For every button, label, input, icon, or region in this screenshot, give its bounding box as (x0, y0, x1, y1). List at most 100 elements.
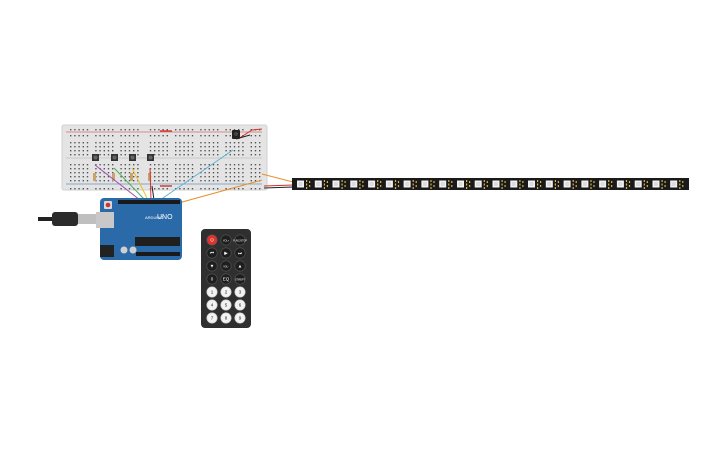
breadboard-hole (217, 146, 219, 148)
remote-button-play[interactable]: ▶ (220, 247, 232, 259)
breadboard-hole (162, 164, 164, 166)
breadboard-hole (179, 146, 181, 148)
remote-button-power[interactable]: ⏻ (206, 234, 218, 246)
remote-button-eq[interactable]: EQ (220, 273, 232, 285)
breadboard-hole (254, 176, 257, 178)
remote-button-next[interactable]: ⏭ (234, 247, 246, 259)
remote-button-six[interactable]: 6 (234, 299, 246, 311)
remote-button-four[interactable]: 4 (206, 299, 218, 311)
remote-button-eight[interactable]: 8 (220, 312, 232, 324)
led-pixel[interactable] (670, 180, 684, 189)
wire-strip-ground[interactable] (263, 186, 294, 189)
push-button-4[interactable] (147, 154, 154, 161)
led-pixel[interactable] (599, 180, 613, 189)
led-pixel[interactable] (403, 180, 417, 189)
remote-button-up[interactable]: ▲ (234, 260, 246, 272)
wire-ir-signal[interactable] (159, 149, 234, 201)
remote-button-five[interactable]: 5 (220, 299, 232, 311)
led-pixel[interactable] (616, 180, 631, 189)
resistor-1[interactable] (93, 173, 96, 181)
wire-strip-power[interactable] (263, 184, 294, 187)
wire-button-1[interactable] (94, 164, 141, 201)
remote-button-vol-up[interactable]: VOL+ (220, 234, 232, 246)
remote-button-prev[interactable]: ⏮ (206, 247, 218, 259)
breadboard-hole (229, 164, 231, 166)
breadboard-hole (82, 188, 84, 190)
breadboard-hole (99, 164, 101, 166)
led-pixel[interactable] (545, 180, 559, 189)
led-pixel[interactable] (474, 180, 488, 189)
remote-button-one[interactable]: 1 (206, 286, 218, 298)
breadboard-hole (128, 129, 131, 131)
breadboard-hole (107, 135, 110, 137)
breadboard-hole (70, 146, 72, 148)
wire-strip-data[interactable] (174, 179, 263, 205)
remote-button-func-stop[interactable]: FUNC/STOP (233, 234, 247, 246)
led-pixel[interactable] (492, 180, 506, 189)
breadboard-hole (128, 146, 131, 148)
push-button-1[interactable] (92, 154, 99, 161)
led-pixel[interactable] (634, 180, 648, 189)
remote-button-vol-down[interactable]: VOL- (220, 260, 232, 272)
breadboard-hole (86, 176, 89, 178)
wire-strip-data-top[interactable] (261, 173, 294, 183)
wire-button-4[interactable] (149, 167, 152, 201)
led-pixel[interactable] (652, 180, 666, 189)
breadboard-hole (78, 150, 80, 152)
wire-ground[interactable] (151, 185, 155, 201)
led-pixel[interactable] (314, 180, 328, 189)
led-pixel[interactable] (332, 180, 346, 189)
usb-cable[interactable] (38, 212, 96, 226)
breadboard-hole (242, 188, 244, 190)
resistor-4[interactable] (148, 173, 151, 181)
breadboard-hole (175, 150, 177, 152)
led-pixel[interactable] (528, 180, 542, 189)
led-pixel[interactable] (368, 180, 382, 189)
arduino-uno-label: UNO (157, 214, 173, 221)
breadboard-hole (250, 180, 252, 182)
breadboard-hole (179, 150, 181, 152)
led-pixel[interactable] (297, 180, 311, 189)
arduino-uno-board[interactable]: ARDUINO UNO (96, 198, 182, 260)
ir-receiver[interactable] (232, 130, 240, 139)
breadboard-hole (154, 142, 156, 144)
remote-button-three[interactable]: 3 (234, 286, 246, 298)
led-pixel[interactable] (385, 180, 400, 189)
led-strip[interactable] (292, 178, 689, 190)
remote-button-nine[interactable]: 9 (234, 312, 246, 324)
breadboard-hole (259, 154, 261, 156)
remote-button-zero[interactable]: 0 (206, 273, 218, 285)
wire-ir-power[interactable] (237, 128, 263, 140)
breadboard-hole (204, 142, 206, 144)
breadboard-hole (225, 142, 227, 144)
led-pixel[interactable] (457, 180, 471, 189)
breadboard-hole (74, 168, 76, 170)
breadboard[interactable] (61, 124, 268, 191)
remote-button-label: 5 (225, 303, 228, 308)
wire-button-2[interactable] (113, 167, 146, 201)
led-pixel[interactable] (510, 180, 524, 189)
remote-button-seven[interactable]: 7 (206, 312, 218, 324)
led-pixel[interactable] (563, 180, 577, 189)
breadboard-hole (120, 176, 122, 178)
resistor-3[interactable] (130, 173, 133, 181)
remote-button-st-rept[interactable]: ST/REPT (234, 273, 246, 285)
push-button-2[interactable] (111, 154, 118, 161)
breadboard-hole (74, 188, 76, 190)
breadboard-hole (250, 164, 252, 166)
led-pixel[interactable] (581, 180, 595, 189)
breadboard-hole (112, 150, 114, 152)
resistor-2[interactable] (112, 173, 115, 181)
wire-ir-ground[interactable] (235, 134, 251, 140)
led-pixel[interactable] (439, 180, 453, 189)
breadboard-hole (242, 168, 244, 170)
breadboard-hole (120, 164, 122, 166)
push-button-3[interactable] (129, 154, 136, 161)
remote-button-two[interactable]: 2 (220, 286, 232, 298)
led-pixel[interactable] (350, 180, 364, 189)
led-pixel[interactable] (421, 180, 435, 189)
remote-button-down[interactable]: ▼ (206, 260, 218, 272)
breadboard-hole (70, 135, 72, 137)
wire-button-3[interactable] (131, 167, 149, 201)
